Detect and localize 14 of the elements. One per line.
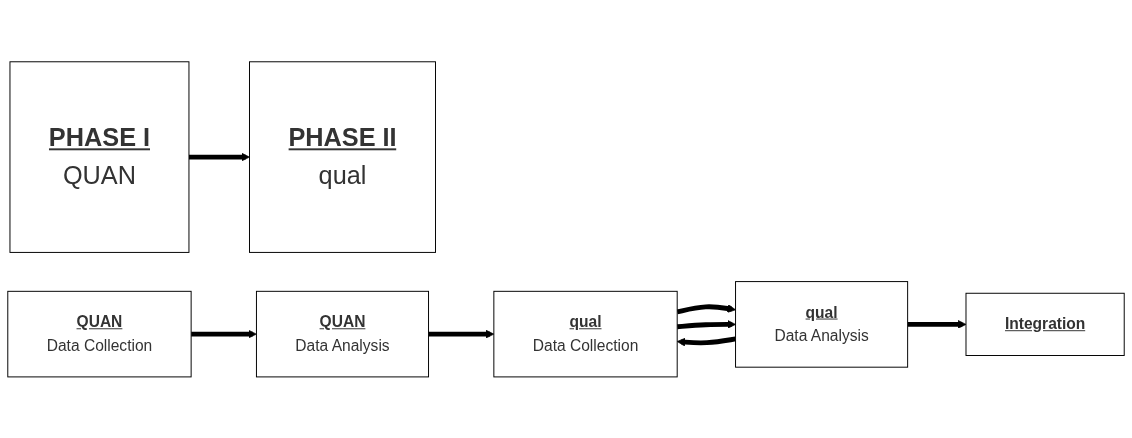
arrow: [677, 319, 736, 329]
node-box: qual Data Collection: [493, 290, 678, 378]
arrow: [907, 319, 967, 329]
node-box: PHASE II qual: [249, 60, 436, 253]
arrow: [676, 303, 736, 314]
arrow: [188, 152, 250, 162]
node-box: PHASE I QUAN: [9, 60, 190, 253]
node-box: Integration: [965, 292, 1125, 356]
arrow: [428, 329, 495, 339]
arrow: [191, 329, 257, 339]
node-box: qual Data Analysis: [735, 280, 909, 368]
node-box: QUAN Data Analysis: [255, 290, 430, 378]
arrow: [676, 336, 736, 347]
node-box: QUAN Data Collection: [7, 290, 192, 378]
